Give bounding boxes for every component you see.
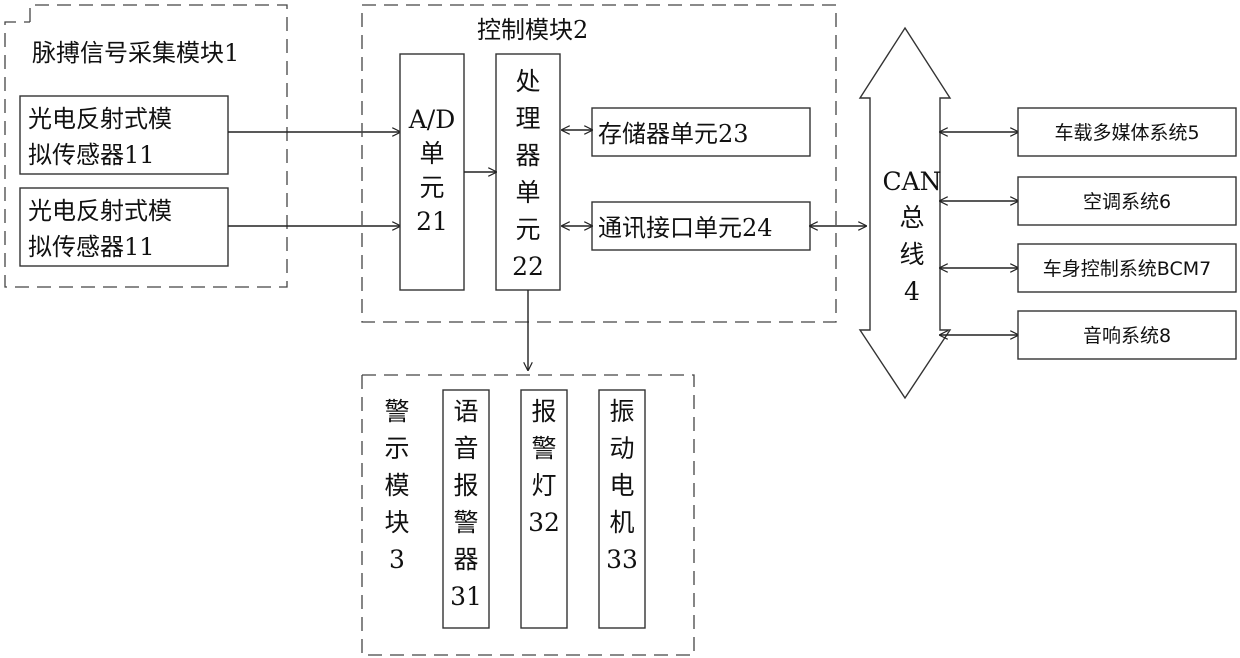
sensor-2-line-2: 拟传感器11 (28, 233, 155, 261)
aircon-system-label: 空调系统6 (1083, 191, 1171, 213)
warning-title-line-2: 示 (384, 434, 409, 463)
voice-alarm-line-2: 音 (453, 434, 478, 463)
alarm-lamp-line-3: 灯 (531, 471, 556, 500)
warning-title-line-4: 块 (384, 508, 409, 537)
ad-unit-line-3: 元 (419, 173, 444, 202)
can-bus-line-2: 总 (899, 203, 924, 232)
sensor-1-line-2: 拟传感器11 (28, 141, 155, 169)
control-module-title: 控制模块2 (477, 16, 588, 44)
voice-alarm-line-1: 语 (453, 397, 478, 426)
ad-unit-line-4: 21 (416, 207, 448, 236)
storage-unit-label: 存储器单元23 (598, 120, 749, 148)
warning-title-line-1: 警 (384, 397, 409, 426)
can-bus: CAN 总 线 4 (860, 28, 950, 398)
processor-line-2: 理 (515, 104, 540, 133)
processor-line-1: 处 (515, 67, 540, 96)
vibration-motor-line-2: 动 (609, 434, 634, 463)
alarm-lamp-line-2: 警 (531, 434, 556, 463)
vibration-motor-line-1: 振 (609, 397, 634, 426)
sensor-2-line-1: 光电反射式模 (28, 197, 172, 225)
ad-unit-line-1: A/D (408, 105, 456, 134)
vibration-motor-line-5: 33 (606, 545, 638, 574)
pulse-module-title: 脉搏信号采集模块1 (32, 39, 239, 67)
can-bus-line-4: 4 (904, 277, 920, 306)
processor-line-5: 元 (515, 215, 540, 244)
sensor-1-line-1: 光电反射式模 (28, 105, 172, 133)
vibration-motor-line-4: 机 (609, 508, 634, 537)
comm-interface-label: 通讯接口单元24 (598, 214, 773, 242)
multimedia-system-label: 车载多媒体系统5 (1054, 122, 1199, 144)
can-bus-line-1: CAN (882, 167, 941, 196)
warning-title-line-3: 模 (384, 471, 409, 500)
voice-alarm-line-6: 31 (450, 582, 482, 611)
warning-module: 警 示 模 块 3 语 音 报 警 器 31 报 警 灯 32 振 动 电 机 … (362, 375, 694, 655)
processor-line-6: 22 (512, 252, 544, 281)
audio-system-label: 音响系统8 (1083, 325, 1171, 347)
can-bus-line-3: 线 (899, 240, 924, 269)
ad-unit-line-2: 单 (419, 139, 444, 168)
processor-line-3: 器 (515, 141, 540, 170)
alarm-lamp-line-1: 报 (531, 397, 556, 426)
ad-unit-box (400, 54, 464, 290)
voice-alarm-line-4: 警 (453, 508, 478, 537)
vehicle-systems: 车载多媒体系统5 空调系统6 车身控制系统BCM7 音响系统8 (940, 108, 1236, 359)
voice-alarm-line-3: 报 (453, 471, 478, 500)
warning-title-line-5: 3 (389, 545, 405, 574)
processor-line-4: 单 (515, 178, 540, 207)
bcm-system-label: 车身控制系统BCM7 (1043, 258, 1211, 280)
pulse-acquisition-module: 脉搏信号采集模块1 光电反射式模 拟传感器11 光电反射式模 拟传感器11 (5, 5, 287, 287)
vibration-motor-line-3: 电 (609, 471, 634, 500)
control-module: 控制模块2 A/D 单 元 21 处 理 器 单 元 22 存储器单元23 通讯… (362, 5, 836, 322)
alarm-lamp-line-4: 32 (528, 508, 560, 537)
voice-alarm-line-5: 器 (453, 545, 478, 574)
